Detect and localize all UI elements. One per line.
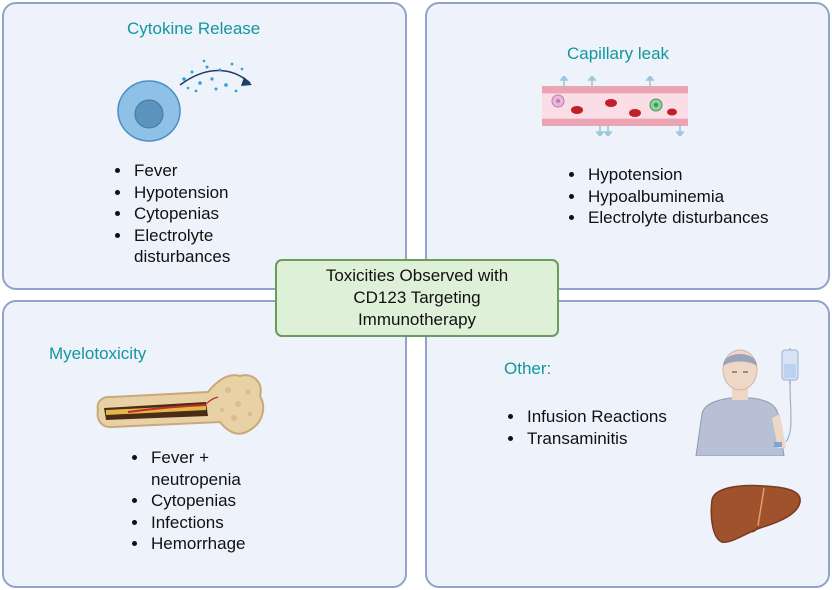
other-list: Infusion Reactions Transaminitis: [505, 406, 675, 449]
myelotoxicity-title: Myelotoxicity: [49, 344, 147, 363]
list-item: Fever: [132, 160, 282, 182]
list-item: Hypotension: [132, 182, 282, 204]
panel-cytokine-release: [2, 2, 407, 290]
capillary-leak-list: Hypotension Hypoalbuminemia Electrolyte …: [566, 164, 776, 229]
center-title-line: Immunotherapy: [357, 310, 477, 329]
liver-icon: [710, 484, 801, 543]
center-title-line: Toxicities Observed with: [325, 266, 509, 285]
list-item: Hypoalbuminemia: [586, 186, 776, 208]
list-item: Hypotension: [586, 164, 776, 186]
list-item: Transaminitis: [525, 428, 675, 450]
list-item: Hemorrhage: [149, 533, 289, 555]
list-item: Electrolyte disturbances: [586, 207, 776, 229]
list-item: Electrolyte disturbances: [132, 225, 282, 268]
list-item: Infusion Reactions: [525, 406, 675, 428]
center-title: Toxicities Observed with CD123 Targeting…: [326, 265, 508, 331]
panel-capillary-leak: [425, 2, 830, 290]
list-item: Infections: [149, 512, 289, 534]
panel-myelotoxicity: [2, 300, 407, 588]
cytokine-release-title: Cytokine Release: [127, 19, 261, 38]
other-title: Other:: [504, 359, 552, 378]
leaky-blood-vessel-icon: [542, 76, 688, 136]
list-item: Fever + neutropenia: [149, 447, 289, 490]
myelotoxicity-list: Fever + neutropenia Cytopenias Infection…: [129, 447, 289, 555]
capillary-leak-title: Capillary leak: [567, 44, 670, 63]
list-item: Cytopenias: [149, 490, 289, 512]
list-item: Cytopenias: [132, 203, 282, 225]
center-title-line: CD123 Targeting: [353, 288, 481, 307]
cytokine-release-list: Fever Hypotension Cytopenias Electrolyte…: [112, 160, 282, 268]
patient-with-iv-drip-icon: [695, 348, 799, 456]
center-title-box: Toxicities Observed with CD123 Targeting…: [275, 259, 559, 337]
cell-releasing-cytokines-icon: [117, 59, 252, 142]
bone-marrow-icon: [96, 374, 265, 435]
